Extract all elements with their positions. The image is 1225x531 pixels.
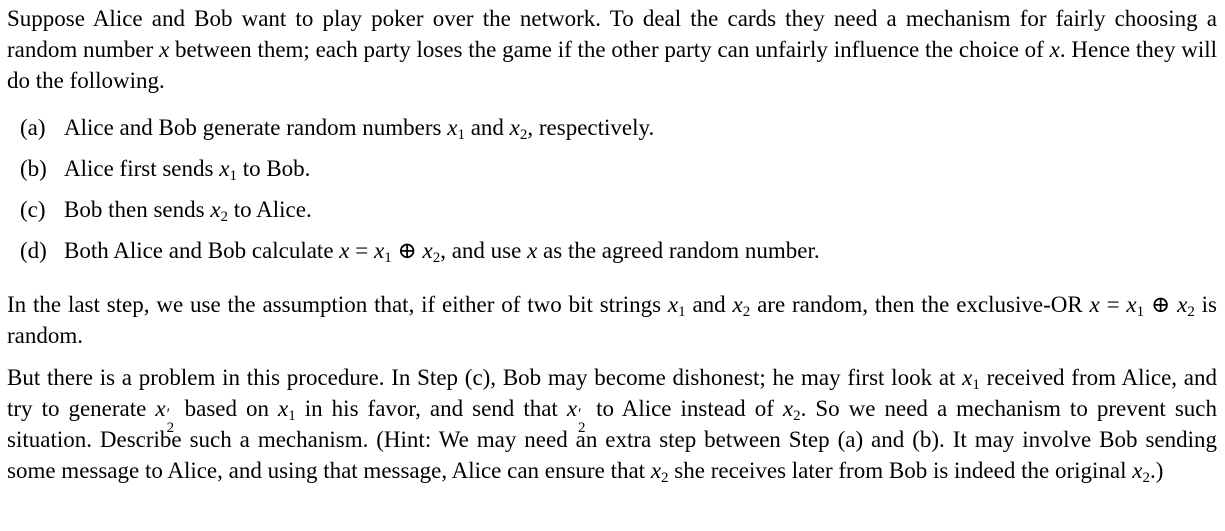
intro-paragraph: Suppose Alice and Bob want to play poker… (7, 3, 1217, 96)
math-x2: x2 (210, 197, 229, 225)
step-d: (d) Both Alice and Bob calculate x = x1 … (7, 235, 1217, 276)
math-x2: x2 (509, 115, 528, 143)
step-a: (a) Alice and Bob generate random number… (7, 112, 1217, 153)
math-x2-prime: x′2 (566, 396, 586, 436)
math-x1: x1 (962, 365, 980, 393)
step-label: (b) (20, 156, 47, 181)
intro-text: between them; each party loses the game … (169, 37, 1050, 62)
step-text: Both Alice and Bob calculate x = x1 ⊕ x2… (64, 238, 820, 266)
problem-paragraph: But there is a problem in this procedure… (7, 365, 1217, 486)
math-x2: x2 (650, 458, 669, 486)
math-x: x (527, 238, 538, 263)
intro-text: Suppose Alice and Bob want to play poker… (7, 6, 1217, 62)
step-b: (b) Alice first sends x1 to Bob. (7, 153, 1217, 194)
intro-text: . Hence they will do the following. (7, 37, 1217, 93)
math-xor-equation: x = x1 ⊕ x2 (339, 238, 441, 266)
assumption-paragraph: In the last step, we use the assumption … (7, 292, 1218, 348)
protocol-steps: (a) Alice and Bob generate random number… (7, 112, 1217, 276)
math-x: x (1049, 37, 1060, 62)
math-x2: x2 (1132, 458, 1150, 486)
step-text: Alice and Bob generate random numbers x1… (64, 115, 655, 143)
math-x: x (159, 37, 170, 62)
math-x2-prime: x′2 (155, 396, 175, 436)
math-x2: x2 (732, 292, 751, 320)
step-c: (c) Bob then sends x2 to Alice. (7, 194, 1217, 235)
step-label: (c) (20, 197, 46, 222)
math-x1: x1 (219, 156, 237, 184)
step-text: Bob then sends x2 to Alice. (64, 197, 312, 225)
step-label: (d) (20, 238, 47, 263)
step-label: (a) (20, 115, 46, 140)
math-x2: x2 (782, 396, 801, 424)
math-x1: x1 (278, 396, 296, 424)
step-text: Alice first sends x1 to Bob. (64, 156, 311, 184)
math-x1: x1 (447, 115, 465, 143)
math-xor-equation: x = x1 ⊕ x2 (1089, 292, 1195, 320)
math-x1: x1 (667, 292, 686, 320)
